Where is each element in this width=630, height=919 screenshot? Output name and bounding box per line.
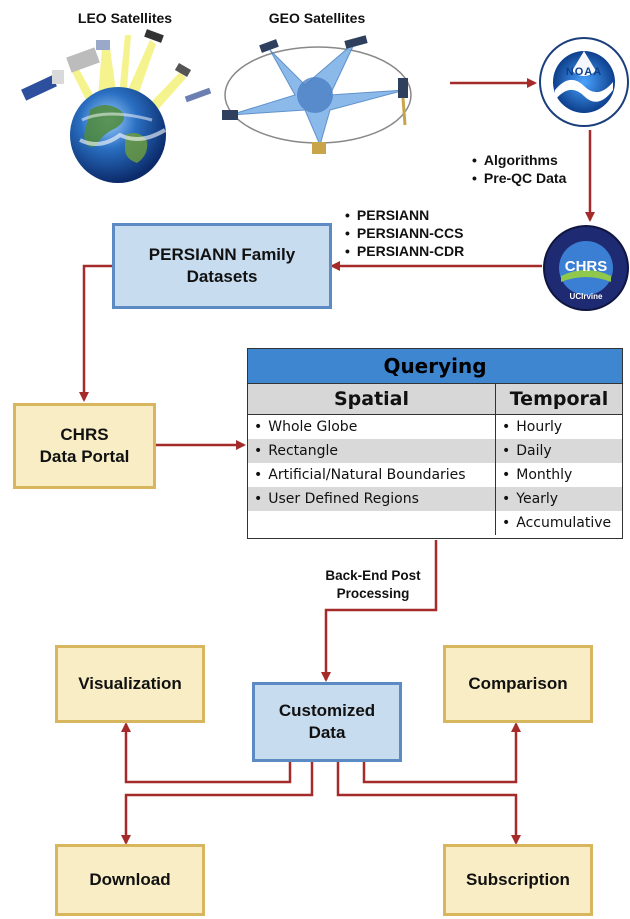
spatial-cell	[248, 511, 496, 535]
chrs-outputs-list: PERSIANN PERSIANN-CCS PERSIANN-CDR	[345, 206, 464, 260]
temporal-cell: Daily	[495, 439, 622, 463]
table-row: Accumulative	[248, 511, 622, 535]
spatial-cell: Artificial/Natural Boundaries	[248, 463, 496, 487]
table-row: Rectangle Daily	[248, 439, 622, 463]
chrs-output-item: PERSIANN-CCS	[345, 224, 464, 242]
subscription-box: Subscription	[443, 844, 593, 916]
spatial-cell: User Defined Regions	[248, 487, 496, 511]
table-row: Whole Globe Hourly	[248, 414, 623, 440]
temporal-cell: Hourly	[496, 415, 623, 440]
arrow-querying-to-customized	[321, 540, 438, 682]
earth-globe	[70, 87, 166, 183]
noaa-output-item: Pre-QC Data	[472, 169, 566, 187]
noaa-outputs-list: Algorithms Pre-QC Data	[472, 151, 566, 187]
customized-data-box: Customized Data	[252, 682, 402, 762]
chrs-output-item: PERSIANN	[345, 206, 464, 224]
chrs-logo-text: CHRS	[564, 258, 608, 275]
chrs-logo-bottom: UCIrvine	[569, 292, 603, 301]
spatial-header: Spatial	[248, 383, 496, 415]
temporal-cell: Yearly	[495, 487, 622, 511]
arrow-persiann-to-portal	[79, 264, 112, 402]
visualization-box: Visualization	[55, 645, 205, 723]
persiann-family-datasets-box: PERSIANN Family Datasets	[112, 223, 332, 309]
temporal-header: Temporal	[495, 383, 622, 415]
querying-table: Querying Spatial Temporal Whole Globe Ho…	[247, 348, 623, 539]
arrow-to-subscription	[336, 760, 521, 845]
temporal-cell: Accumulative	[496, 511, 623, 535]
querying-title: Querying	[248, 349, 622, 384]
noaa-logo: NOAA	[538, 36, 630, 128]
download-box: Download	[55, 844, 205, 916]
comparison-box: Comparison	[443, 645, 593, 723]
geo-satellites-label: GEO Satellites	[268, 10, 366, 26]
chrs-output-item: PERSIANN-CDR	[345, 242, 464, 260]
chrs-data-portal-box: CHRS Data Portal	[13, 403, 156, 489]
temporal-cell: Monthly	[496, 463, 623, 487]
leo-satellites-label: LEO Satellites	[77, 10, 173, 26]
spatial-cell: Rectangle	[248, 439, 496, 463]
table-row: Artificial/Natural Boundaries Monthly	[248, 463, 622, 487]
noaa-output-item: Algorithms	[472, 151, 566, 169]
chrs-logo: CHRS UCIrvine	[542, 224, 630, 312]
table-row: User Defined Regions Yearly	[248, 487, 622, 511]
spatial-cell: Whole Globe	[248, 414, 496, 439]
noaa-logo-text: NOAA	[565, 66, 603, 78]
post-processing-label: Back-End Post Processing	[325, 568, 421, 601]
arrow-to-download	[121, 760, 314, 845]
